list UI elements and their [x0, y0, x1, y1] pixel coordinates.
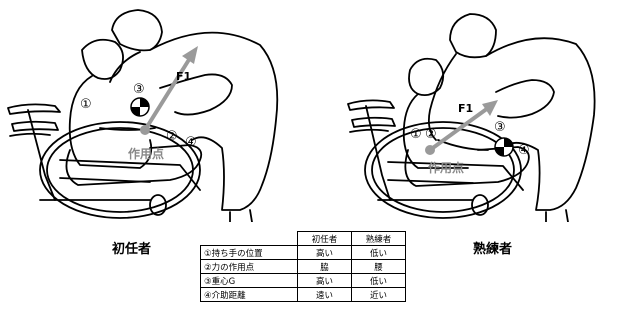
table-row: ②力の作用点 脇 腰	[201, 260, 406, 274]
header-novice: 初任者	[298, 232, 352, 246]
expert-value: 低い	[352, 246, 406, 260]
novice-value: 遠い	[298, 288, 352, 302]
label-c4: ④	[185, 135, 197, 150]
wheelchair	[8, 104, 200, 218]
label-force: F1	[176, 70, 191, 83]
center-of-gravity-marker	[131, 98, 149, 116]
novice-value: 高い	[298, 274, 352, 288]
expert-value: 低い	[352, 274, 406, 288]
force-arrow	[140, 46, 198, 135]
row-label: ①持ち手の位置	[201, 246, 298, 260]
label-c1: ①	[80, 97, 92, 112]
row-label: ②力の作用点	[201, 260, 298, 274]
table-row: ④介助距離 遠い 近い	[201, 288, 406, 302]
label-c2: ②	[425, 127, 437, 142]
novice-value: 脇	[298, 260, 352, 274]
expert-value: 腰	[352, 260, 406, 274]
label-c3: ③	[494, 120, 506, 135]
expert-value: 近い	[352, 288, 406, 302]
wheelchair	[348, 100, 523, 218]
label-c2: ②	[166, 129, 178, 144]
comparison-table: 初任者 熟練者 ①持ち手の位置 高い 低い ②力の作用点 脇 腰 ③重心G 高い…	[200, 231, 406, 302]
novice-caption: 初任者	[112, 238, 151, 257]
label-c3: ③	[133, 82, 145, 97]
table-corner	[201, 232, 298, 246]
expert-illustration: ① ② ③ ④ F1 作用点	[318, 0, 618, 222]
label-point: 作用点	[428, 160, 464, 175]
caregiver	[100, 10, 277, 222]
label-c1: ①	[410, 127, 422, 142]
label-c4: ④	[518, 143, 530, 158]
table-row: ③重心G 高い 低い	[201, 274, 406, 288]
label-force: F1	[458, 102, 473, 115]
novice-illustration: ① ③ ② ④ F1 作用点	[0, 0, 300, 222]
row-label: ④介助距離	[201, 288, 298, 302]
label-point: 作用点	[128, 146, 164, 161]
expert-figure-svg: ① ② ③ ④ F1 作用点	[318, 0, 618, 222]
row-label: ③重心G	[201, 274, 298, 288]
header-expert: 熟練者	[352, 232, 406, 246]
table-header-row: 初任者 熟練者	[201, 232, 406, 246]
expert-caption: 熟練者	[473, 238, 512, 257]
center-of-gravity-marker	[495, 138, 513, 156]
novice-value: 高い	[298, 246, 352, 260]
caregiver	[429, 14, 595, 222]
table-row: ①持ち手の位置 高い 低い	[201, 246, 406, 260]
novice-figure-svg: ① ③ ② ④ F1 作用点	[0, 0, 300, 222]
